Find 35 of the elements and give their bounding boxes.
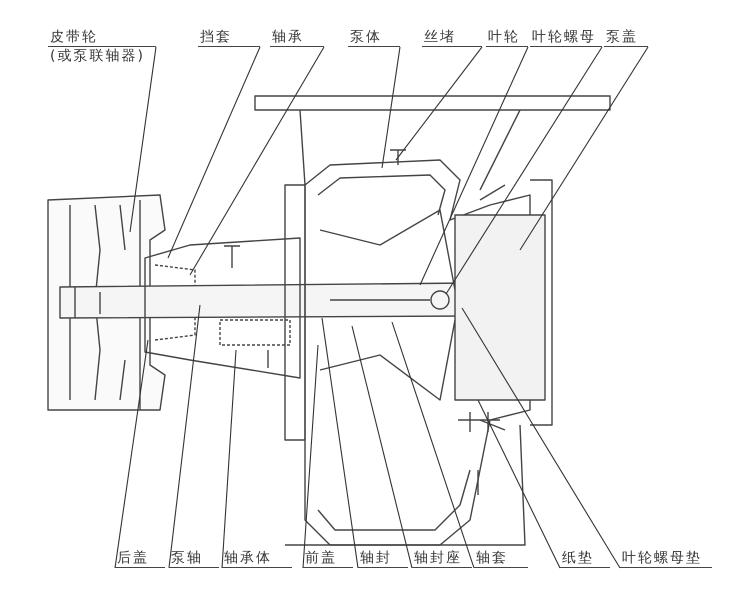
- part-label: 叶轮: [486, 28, 528, 47]
- part-label: 叶轮螺母垫: [620, 549, 712, 568]
- part-label: 轴承体: [222, 549, 292, 568]
- leader-line: [129, 46, 157, 232]
- leader-line: [221, 350, 237, 568]
- leader-line: [478, 400, 560, 568]
- part-label: 叶轮螺母: [530, 28, 602, 47]
- leader-line: [462, 308, 620, 568]
- part-label: 轴封座: [412, 549, 472, 568]
- part-label: 泵轴: [169, 549, 219, 568]
- part-label: 前盖: [303, 549, 353, 568]
- leader-line: [321, 318, 359, 568]
- part-label: 丝堵: [422, 28, 482, 47]
- leader-line: [302, 344, 319, 568]
- part-label: (或泵联轴器): [49, 47, 146, 65]
- leader-line: [190, 46, 324, 276]
- part-label: 轴承: [270, 28, 324, 47]
- leader-line: [396, 46, 482, 160]
- leader-line: [391, 322, 475, 568]
- leader-line: [381, 46, 401, 168]
- leader-line: [420, 46, 528, 286]
- part-label: 泵盖: [604, 28, 648, 47]
- part-label: 后盖: [115, 549, 165, 568]
- leader-line: [446, 46, 602, 294]
- leader-line: [520, 46, 648, 250]
- part-label: 轴套: [474, 549, 528, 568]
- part-label: 皮带轮: [48, 28, 156, 47]
- part-label: 泵体: [348, 28, 400, 47]
- leader-line: [168, 46, 260, 258]
- leader-line: [114, 340, 149, 568]
- part-label: 轴封: [358, 549, 408, 568]
- leader-line: [168, 304, 201, 568]
- leader-line: [351, 326, 413, 568]
- part-label: 挡套: [198, 28, 260, 47]
- part-label: 纸垫: [560, 549, 610, 568]
